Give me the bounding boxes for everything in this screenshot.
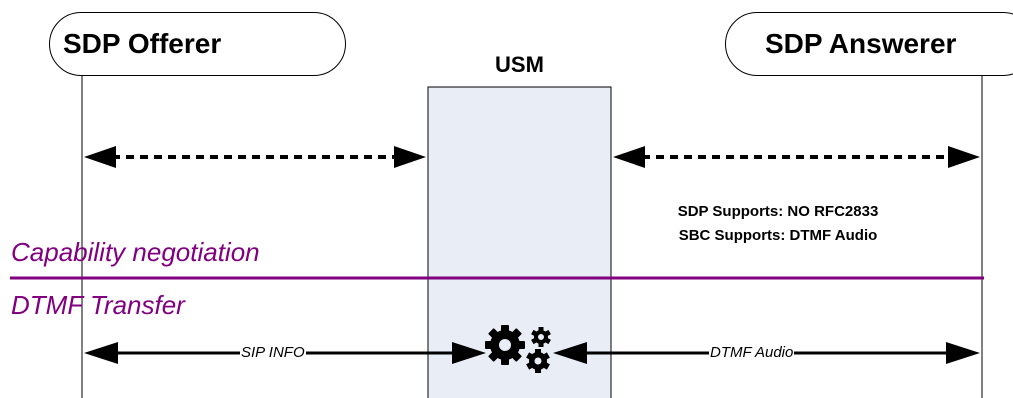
dtmf-audio-label: DTMF Audio [709, 344, 795, 361]
answerer-box: SDP Answerer [725, 12, 1013, 76]
offerer-label: SDP Offerer [63, 28, 222, 59]
offerer-box: SDP Offerer [49, 12, 346, 76]
section-dtmf-transfer: DTMF Transfer [11, 290, 185, 320]
capability-arrow-left [84, 146, 426, 168]
section-capability-negotiation: Capability negotiation [11, 237, 260, 267]
usm-label: USM [495, 52, 544, 77]
note-line-2: SBC Supports: DTMF Audio [678, 227, 878, 244]
capability-arrow-right [613, 146, 980, 168]
note-line-1: SDP Supports: NO RFC2833 [677, 203, 879, 220]
gears-icon [485, 325, 551, 373]
answerer-label: SDP Answerer [765, 28, 957, 59]
sip-info-label: SIP INFO [240, 344, 306, 361]
